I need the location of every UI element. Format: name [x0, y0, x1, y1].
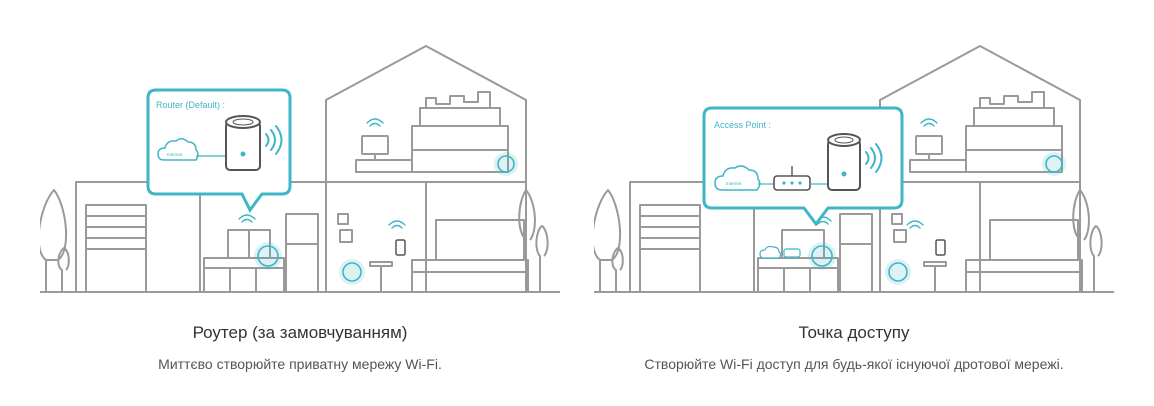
wifi-icon [265, 125, 283, 155]
cloud-icon: Internet [714, 165, 761, 191]
router-mode-description: Миттєво створюйте приватну мережу Wi-Fi. [158, 356, 442, 372]
router-icon [225, 115, 261, 171]
callout-label: Access Point : [714, 120, 771, 130]
wifi-icon [865, 143, 883, 173]
cloud-icon: Internet [157, 138, 199, 161]
svg-text:Internet: Internet [167, 152, 183, 157]
access-point-mode-panel: Access Point : Internet [594, 0, 1114, 406]
router-mode-illustration: Router (Default) : Internet [40, 45, 560, 293]
phone-icon [935, 239, 946, 256]
router-icon [827, 133, 861, 191]
access-point-callout: Access Point : Internet [702, 106, 904, 227]
router-mode-panel: Router (Default) : Internet Роутер (за з… [40, 0, 560, 406]
access-point-mode-description: Створюйте Wi-Fi доступ для будь-якої існ… [644, 356, 1064, 372]
router-mode-title: Роутер (за замовчуванням) [192, 323, 408, 342]
router-callout: Router (Default) : Internet [146, 88, 292, 213]
svg-text:Internet: Internet [726, 181, 742, 186]
phone-icon [395, 239, 406, 256]
modem-icon [773, 166, 811, 191]
access-point-mode-illustration: Access Point : Internet [594, 45, 1114, 293]
callout-label: Router (Default) : [156, 100, 225, 110]
access-point-mode-title: Точка доступу [798, 323, 910, 342]
